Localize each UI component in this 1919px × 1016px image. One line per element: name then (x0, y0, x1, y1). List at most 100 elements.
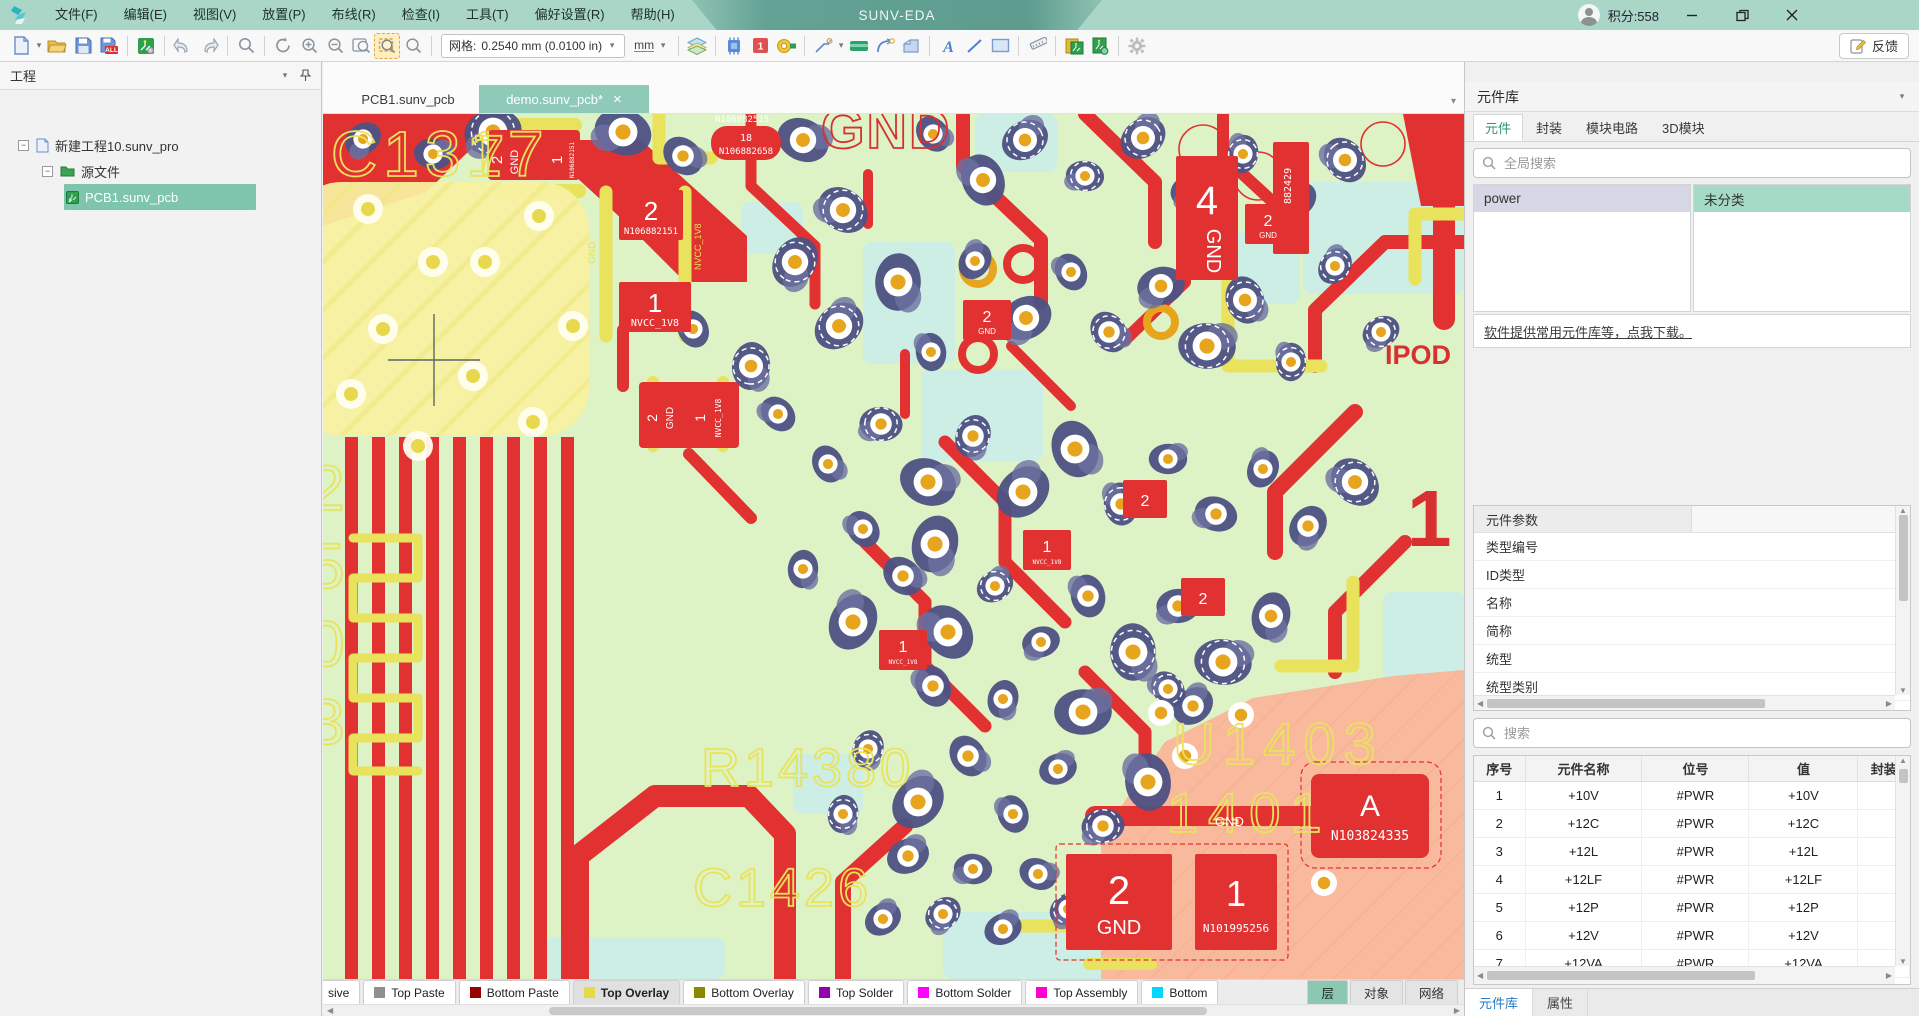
editor-hscrollbar[interactable]: ◀ ▶ (323, 1004, 1464, 1016)
layer-tab-1[interactable]: Top Paste (363, 980, 456, 1004)
pad-number-button[interactable]: 1 (747, 33, 773, 59)
scroll-left-icon[interactable]: ◀ (327, 1006, 334, 1015)
table-vscrollbar[interactable]: ▲ ▼ (1895, 756, 1910, 966)
component-search-input[interactable] (1502, 724, 1902, 742)
scroll-up-icon[interactable]: ▲ (1899, 756, 1907, 765)
menu-item-6[interactable]: 工具(T) (465, 7, 509, 22)
table-row[interactable]: 4+12LF#PWR+12LF (1474, 866, 1910, 894)
refresh-button[interactable] (270, 33, 296, 59)
close-button[interactable] (1775, 0, 1809, 30)
route-button[interactable] (810, 33, 836, 59)
layer-tab-2[interactable]: Bottom Paste (458, 980, 570, 1004)
scroll-right-icon[interactable]: ▶ (1885, 698, 1892, 708)
menu-item-1[interactable]: 编辑(E) (123, 7, 167, 22)
undo-button[interactable] (170, 33, 196, 59)
table-col-1[interactable]: 元件名称 (1526, 756, 1643, 781)
right-bottom-tab-1[interactable]: 属性 (1533, 989, 1589, 1016)
scroll-right-icon[interactable]: ▶ (1885, 971, 1892, 980)
find-button[interactable] (233, 33, 259, 59)
zoom-in-button[interactable] (296, 33, 322, 59)
global-search-input[interactable] (1502, 154, 1902, 172)
param-row[interactable]: 简称 (1474, 617, 1910, 645)
layer-tab-0[interactable]: sive (323, 980, 361, 1004)
feedback-button[interactable]: 反馈 (1838, 32, 1909, 59)
param-row[interactable]: 名称 (1474, 589, 1910, 617)
tab-close-icon[interactable]: × (613, 90, 622, 108)
table-row[interactable]: 5+12P#PWR+12P (1474, 894, 1910, 922)
category-item[interactable]: 未分类 (1694, 185, 1910, 212)
mini-tab-0[interactable]: 层 (1307, 980, 1348, 1004)
layer-tab-5[interactable]: Top Solder (807, 980, 905, 1004)
table-row[interactable]: 1+10V#PWR+10V (1474, 782, 1910, 810)
user-avatar[interactable] (1577, 4, 1600, 26)
new-file-caret[interactable]: ▾ (36, 40, 42, 50)
layer-tab-8[interactable]: Bottom (1141, 980, 1219, 1004)
params-hscroll-thumb[interactable] (1487, 698, 1766, 708)
polygon-button[interactable] (898, 33, 924, 59)
table-vscroll-thumb[interactable] (1898, 769, 1908, 783)
params-hscrollbar[interactable]: ◀ ▶ (1474, 695, 1895, 710)
tabstrip-caret[interactable]: ▾ (1450, 96, 1456, 107)
param-row[interactable]: ID类型 (1474, 561, 1910, 589)
document-tab-1[interactable]: demo.sunv_pcb*× (479, 85, 649, 113)
zoom-out-button[interactable] (322, 33, 348, 59)
document-tab-0[interactable]: PCB1.sunv_pcb (337, 85, 479, 113)
menu-item-2[interactable]: 视图(V) (192, 7, 237, 22)
menu-item-8[interactable]: 帮助(H) (630, 7, 675, 22)
import-image-button[interactable] (1061, 33, 1087, 59)
layer-tab-3[interactable]: Top Overlay (572, 980, 681, 1004)
layer-tab-6[interactable]: Bottom Solder (907, 980, 1023, 1004)
scroll-up-icon[interactable]: ▲ (1899, 506, 1907, 515)
table-col-2[interactable]: 位号 (1642, 756, 1750, 781)
library-tab-2[interactable]: 模块电路 (1586, 121, 1639, 136)
param-row[interactable]: 类型编号 (1474, 533, 1910, 561)
table-hscrollbar[interactable]: ◀ ▶ (1474, 966, 1895, 984)
global-search[interactable] (1473, 148, 1911, 178)
layer-tab-7[interactable]: Top Assembly (1025, 980, 1139, 1004)
tree-item-2[interactable]: PCB1.sunv_pcb (0, 184, 321, 210)
tree-expander[interactable]: − (18, 139, 29, 151)
scroll-down-icon[interactable]: ▼ (1899, 957, 1907, 966)
unit-dropdown[interactable]: mm ▾ (629, 34, 673, 58)
scroll-right-icon[interactable]: ▶ (1453, 1006, 1460, 1015)
category-list-right[interactable]: 未分类 (1693, 184, 1911, 312)
param-row[interactable]: 统型 (1474, 645, 1910, 673)
table-col-0[interactable]: 序号 (1474, 756, 1526, 781)
category-item[interactable]: power (1474, 185, 1690, 212)
params-vscroll-thumb[interactable] (1898, 515, 1908, 601)
table-row[interactable]: 6+12V#PWR+12V (1474, 922, 1910, 950)
layer-tab-4[interactable]: Bottom Overlay (683, 980, 805, 1004)
save-button[interactable] (70, 33, 96, 59)
category-list-left[interactable]: power (1473, 184, 1691, 312)
new-file-button[interactable] (8, 33, 34, 59)
component-button[interactable] (721, 33, 747, 59)
table-col-3[interactable]: 值 (1749, 756, 1859, 781)
zoom-window-button[interactable] (348, 33, 374, 59)
mini-tab-2[interactable]: 网络 (1404, 980, 1458, 1004)
hscroll-thumb[interactable] (549, 1007, 1207, 1015)
scroll-down-icon[interactable]: ▼ (1899, 686, 1907, 695)
generate-pcb-button[interactable] (133, 33, 159, 59)
open-button[interactable] (44, 33, 70, 59)
library-tab-0[interactable]: 元件 (1473, 114, 1524, 141)
via-button[interactable] (773, 33, 799, 59)
line-tool-button[interactable] (961, 33, 987, 59)
scroll-left-icon[interactable]: ◀ (1477, 698, 1484, 708)
settings-button[interactable] (1124, 33, 1150, 59)
tree-item-1[interactable]: − 源文件 (0, 158, 321, 184)
layers-button[interactable] (684, 33, 710, 59)
component-search[interactable] (1473, 718, 1911, 748)
library-panel-caret[interactable]: ▾ (1899, 91, 1905, 101)
mini-tab-1[interactable]: 对象 (1349, 980, 1403, 1004)
tree-expander[interactable]: − (42, 165, 53, 177)
table-hscroll-thumb[interactable] (1487, 971, 1756, 980)
library-download-hint[interactable]: 软件提供常用元件库等，点我下载。 (1473, 314, 1911, 348)
tree-item-0[interactable]: − 新建工程10.sunv_pro (0, 132, 321, 158)
scroll-left-icon[interactable]: ◀ (1477, 971, 1484, 980)
menu-item-5[interactable]: 检查(I) (401, 7, 440, 22)
right-bottom-tab-0[interactable]: 元件库 (1465, 989, 1534, 1016)
table-row[interactable]: 3+12L#PWR+12L (1474, 838, 1910, 866)
menu-item-7[interactable]: 偏好设置(R) (534, 7, 605, 22)
params-vscrollbar[interactable]: ▲ ▼ (1895, 506, 1910, 695)
